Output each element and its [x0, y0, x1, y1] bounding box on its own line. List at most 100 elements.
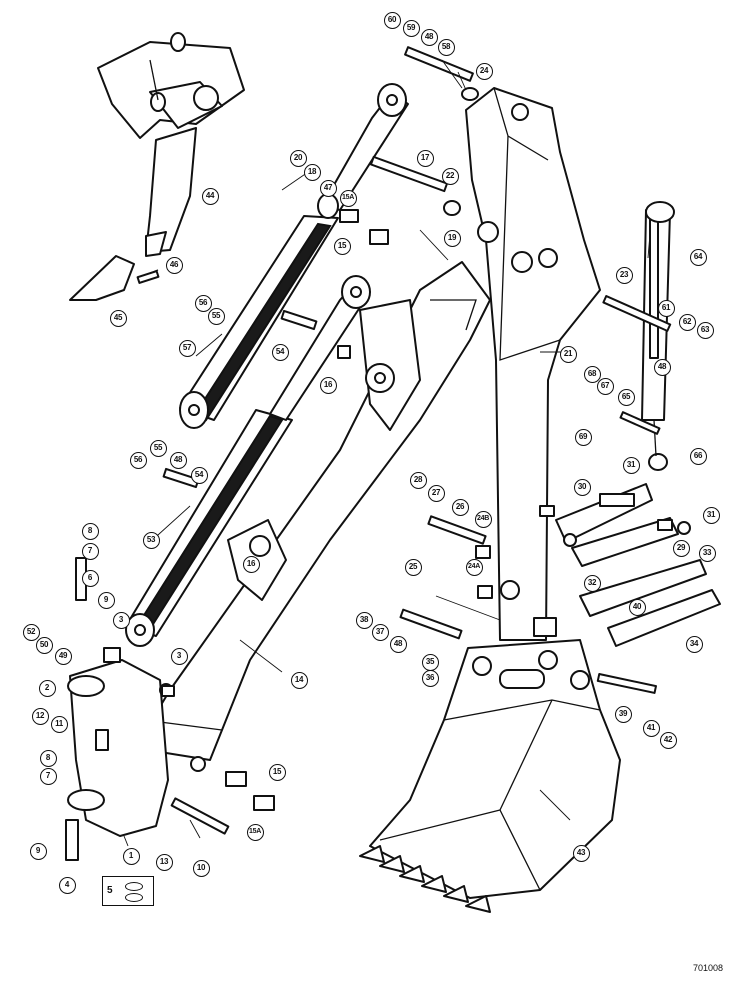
callout-15: 15: [268, 763, 286, 781]
figure-code: 701008: [693, 963, 724, 973]
callout-29: 29: [672, 539, 690, 557]
callout-28: 28: [409, 471, 427, 489]
callout-2: 2: [38, 679, 56, 697]
callout-48: 48: [420, 28, 438, 46]
callout-16: 16: [242, 555, 260, 573]
callout-15A: 15A: [246, 823, 264, 841]
upper-link-arm: [317, 83, 409, 219]
callout-36: 36: [421, 669, 439, 687]
callout-30: 30: [573, 478, 591, 496]
dipperstick: [151, 261, 491, 772]
boom: [465, 87, 601, 641]
callout-17: 17: [416, 149, 434, 167]
ripper-tooth: [69, 255, 160, 301]
callout-24: 24: [475, 62, 493, 80]
pins-and-hardware: [65, 46, 673, 861]
callout-48: 48: [653, 358, 671, 376]
callout-7: 7: [81, 542, 99, 560]
shim-icon: [125, 893, 143, 902]
callout-45: 45: [109, 309, 127, 327]
callout-14: 14: [290, 671, 308, 689]
swing-post-bracket: [67, 659, 173, 837]
callout-40: 40: [628, 598, 646, 616]
callout-46: 46: [165, 256, 183, 274]
callout-53: 53: [142, 531, 160, 549]
callout-37: 37: [371, 623, 389, 641]
shim-icon: [125, 882, 143, 891]
callout-6: 6: [81, 569, 99, 587]
callout-65: 65: [617, 388, 635, 406]
callout-56: 56: [194, 294, 212, 312]
callout-31: 31: [622, 456, 640, 474]
callout-19: 19: [443, 229, 461, 247]
callout-54: 54: [190, 466, 208, 484]
boom-cylinder: [125, 409, 293, 647]
callout-18: 18: [303, 163, 321, 181]
callout-55: 55: [207, 307, 225, 325]
callout-44: 44: [201, 187, 219, 205]
callout-15A: 15A: [339, 189, 357, 207]
callout-62: 62: [678, 313, 696, 331]
shim-set-label: 5: [107, 885, 113, 896]
callout-34: 34: [685, 635, 703, 653]
bucket: [359, 639, 621, 913]
callout-47: 47: [319, 179, 337, 197]
callout-10: 10: [192, 859, 210, 877]
callout-7: 7: [39, 767, 57, 785]
callout-8: 8: [39, 749, 57, 767]
callout-3: 3: [112, 611, 130, 629]
callout-43: 43: [572, 844, 590, 862]
callout-69: 69: [574, 428, 592, 446]
callout-49: 49: [54, 647, 72, 665]
callout-52: 52: [22, 623, 40, 641]
callout-13: 13: [155, 853, 173, 871]
callout-15: 15: [333, 237, 351, 255]
callout-56: 56: [129, 451, 147, 469]
callout-38: 38: [355, 611, 373, 629]
callout-9: 9: [97, 591, 115, 609]
callout-35: 35: [421, 653, 439, 671]
callout-32: 32: [583, 574, 601, 592]
callout-27: 27: [427, 484, 445, 502]
callout-11: 11: [50, 715, 68, 733]
callout-23: 23: [615, 266, 633, 284]
ripper-shank-assembly: [97, 32, 245, 257]
callout-31: 31: [702, 506, 720, 524]
callout-3: 3: [170, 647, 188, 665]
callout-54: 54: [271, 343, 289, 361]
callout-64: 64: [689, 248, 707, 266]
callout-22: 22: [441, 167, 459, 185]
callout-67: 67: [596, 377, 614, 395]
callout-63: 63: [696, 321, 714, 339]
callout-66: 66: [689, 447, 707, 465]
callout-9: 9: [29, 842, 47, 860]
callout-68: 68: [583, 365, 601, 383]
callout-26: 26: [451, 498, 469, 516]
lower-link-rod: [269, 275, 371, 421]
callout-16: 16: [319, 376, 337, 394]
callout-42: 42: [659, 731, 677, 749]
callout-1: 1: [122, 847, 140, 865]
dipper-cylinder: [179, 215, 339, 429]
callout-4: 4: [58, 876, 76, 894]
shim-set-box: 5: [102, 876, 154, 906]
callout-8: 8: [81, 522, 99, 540]
callout-50: 50: [35, 636, 53, 654]
callout-57: 57: [178, 339, 196, 357]
callout-39: 39: [614, 705, 632, 723]
callout-48: 48: [389, 635, 407, 653]
callout-21: 21: [559, 345, 577, 363]
callout-24A: 24A: [465, 558, 483, 576]
callout-24B: 24B: [474, 510, 492, 528]
callout-48: 48: [169, 451, 187, 469]
callout-59: 59: [402, 19, 420, 37]
callout-12: 12: [31, 707, 49, 725]
callout-55: 55: [149, 439, 167, 457]
callout-25: 25: [404, 558, 422, 576]
callout-61: 61: [657, 299, 675, 317]
callout-58: 58: [437, 38, 455, 56]
callout-20: 20: [289, 149, 307, 167]
callout-33: 33: [698, 544, 716, 562]
